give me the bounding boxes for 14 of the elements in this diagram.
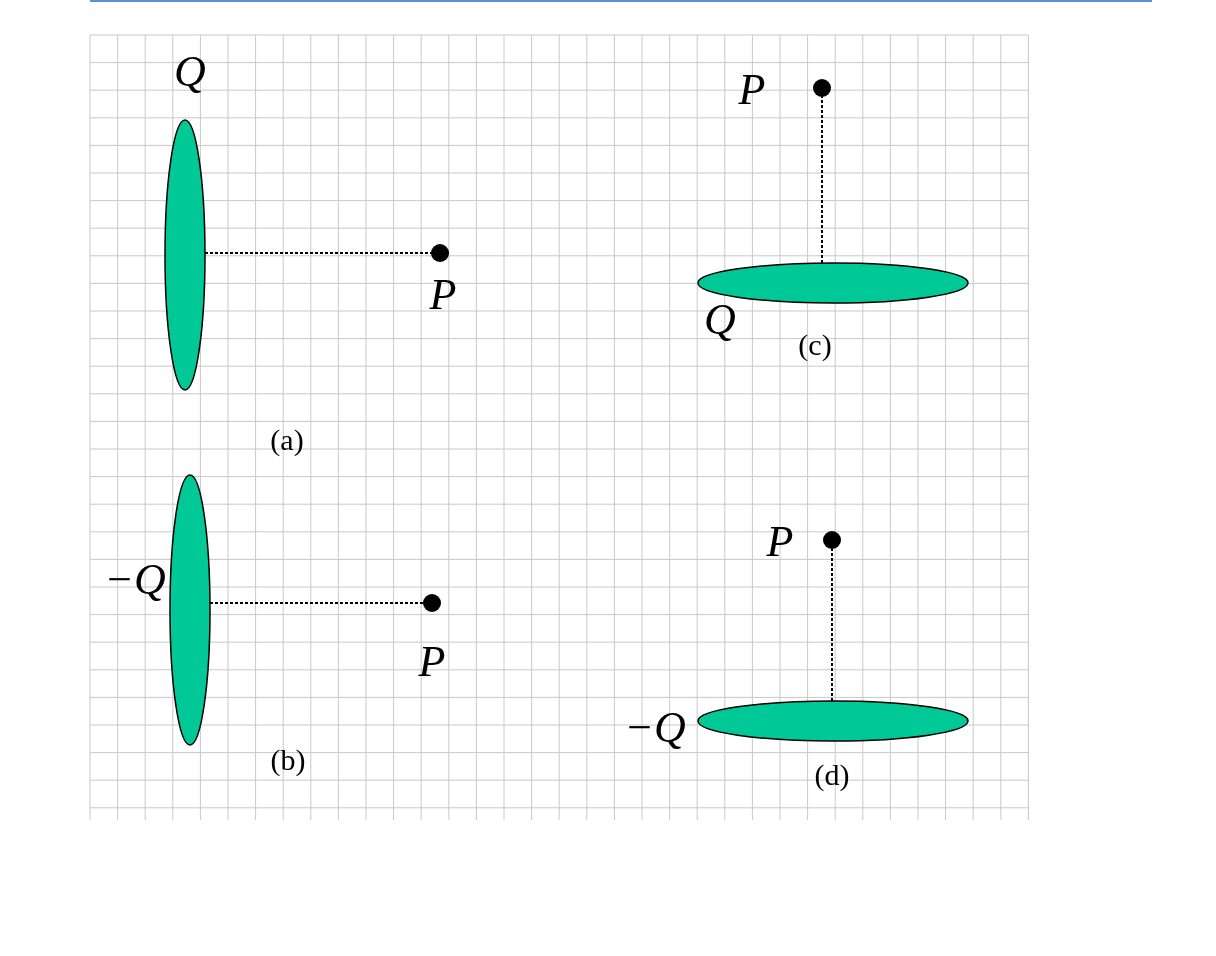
panel-label: (d) <box>814 760 850 790</box>
panel-label: (c) <box>798 330 832 360</box>
charge-label: −Q <box>624 706 686 750</box>
point-label: P <box>766 520 794 564</box>
point-label: P <box>738 68 766 112</box>
point-label: P <box>418 640 446 684</box>
charge-label: −Q <box>104 558 166 602</box>
charge-label: Q <box>174 50 206 94</box>
point-label: P <box>429 273 457 317</box>
dotted-line <box>821 96 823 265</box>
panel-label: (b) <box>270 745 306 775</box>
dotted-line <box>831 548 833 702</box>
charge-label: Q <box>704 298 736 342</box>
panel-label: (a) <box>270 425 304 455</box>
